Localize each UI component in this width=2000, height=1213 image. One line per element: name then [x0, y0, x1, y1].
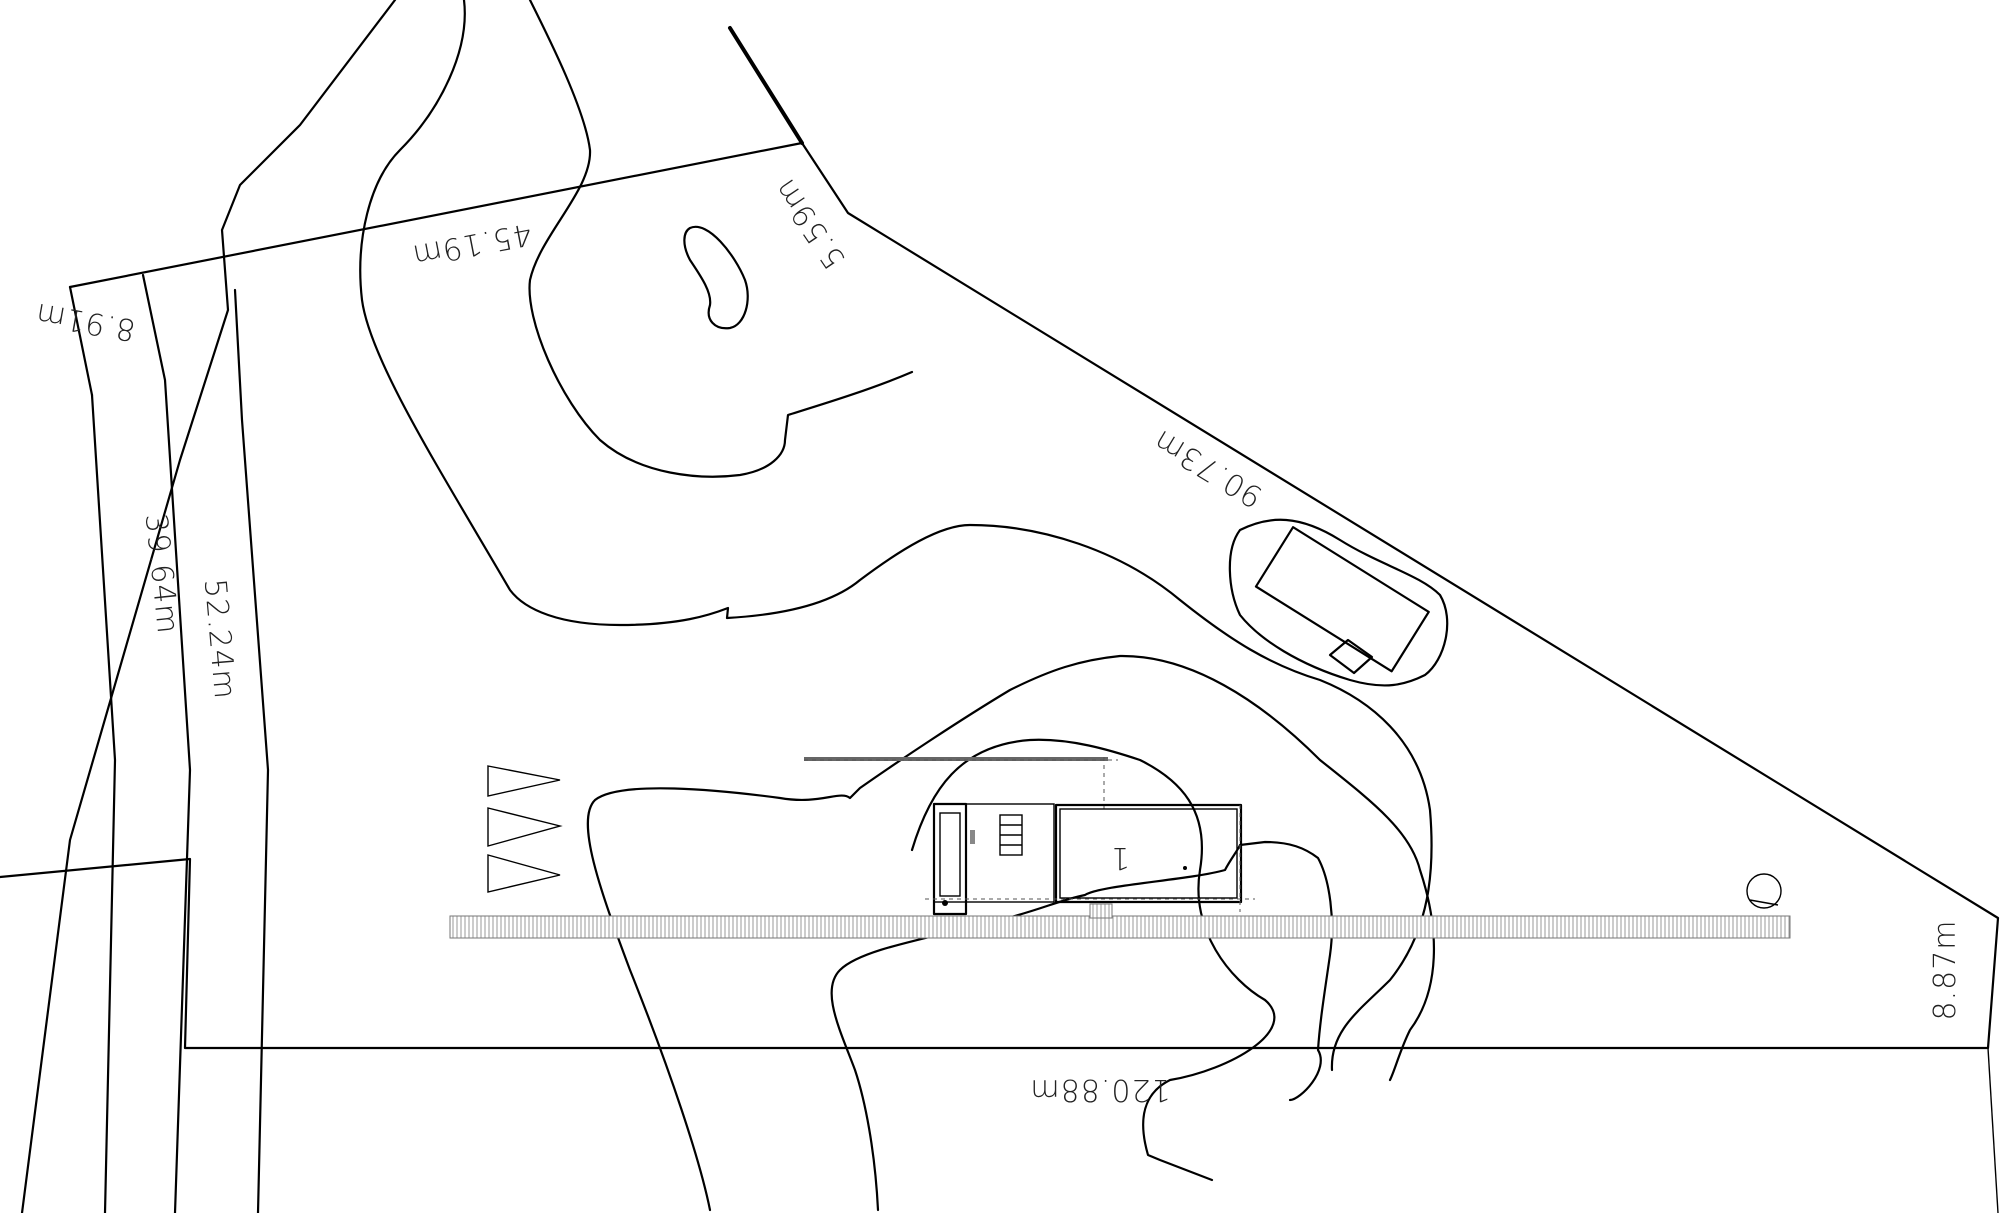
contour-1	[359, 0, 1433, 1072]
building-main-outer	[1054, 803, 1243, 904]
site-boundary-corner-left	[68, 285, 94, 397]
road-line-2	[141, 273, 192, 1213]
site-boundary-heavy-edge	[728, 26, 804, 145]
triangle-marker-1	[487, 765, 561, 797]
building-fixture	[970, 830, 975, 844]
road-line-1	[90, 393, 117, 1213]
building-marker-label: 1	[1110, 840, 1130, 875]
hatched-path-connector	[1089, 903, 1113, 919]
contour-3	[910, 738, 1276, 1182]
building-wing-dot	[942, 900, 948, 906]
site-boundary-continuation	[1987, 1047, 1999, 1213]
dim-right-edge: 8.87m	[1928, 919, 1963, 1020]
fence-dashed-guide	[804, 757, 1118, 810]
site-boundary	[0, 141, 2000, 1050]
pond	[683, 225, 749, 330]
building-stair-treads	[1000, 824, 1022, 846]
triangle-marker-3	[487, 854, 561, 893]
outbuilding	[1254, 526, 1430, 673]
dim-bottom-edge: 120.88m	[1029, 1072, 1170, 1107]
dim-diagonal-edge: 90.73m	[1147, 422, 1269, 514]
building-wing	[932, 802, 968, 916]
fence-line	[804, 757, 1108, 761]
dim-left-inner: 39.64m	[138, 512, 185, 636]
building-annex	[933, 803, 1055, 903]
dim-left-outer: 52.24m	[197, 577, 242, 701]
contour-4	[830, 840, 1334, 1212]
building-dot	[1183, 866, 1187, 870]
north-symbol-tick	[1749, 899, 1779, 906]
hatched-path	[449, 915, 1791, 939]
contour-5	[586, 654, 1436, 1212]
triangle-marker-2	[487, 807, 563, 847]
contour-2	[528, 0, 914, 478]
building-dashed-guide	[925, 805, 1255, 912]
road-line-3	[233, 288, 270, 1213]
building: 1	[925, 802, 1255, 916]
dim-top-right-edge: 5.59m	[767, 172, 853, 275]
outbuilding-connector	[1328, 638, 1374, 675]
dim-top-edge: 45.19m	[409, 216, 535, 273]
building-wing-inner	[939, 812, 961, 897]
building-main-inner	[1059, 808, 1238, 899]
road-line-4	[20, 0, 397, 1213]
outbuilding-surround	[1228, 518, 1449, 687]
dim-left-short-edge: 8.91m	[33, 295, 139, 347]
north-symbol-icon	[1746, 873, 1782, 909]
